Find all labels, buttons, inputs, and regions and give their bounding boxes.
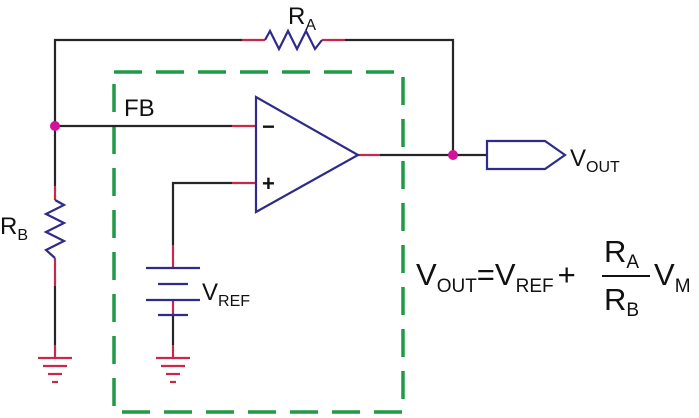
components	[43, 28, 567, 317]
vref-label: VREF	[202, 279, 250, 310]
ra-label: RA	[288, 3, 316, 34]
battery-vref	[146, 266, 200, 317]
wires	[53, 38, 487, 345]
noninverting-input-sign: +	[262, 171, 275, 196]
fb-label: FB	[124, 95, 155, 122]
ground-rb	[38, 356, 72, 384]
junction-output	[448, 150, 458, 160]
op-amp	[254, 95, 361, 214]
output-equation: VOUT=VREF+ RA RB VM	[416, 234, 691, 321]
equation-denominator: RB	[604, 282, 639, 321]
junction-fb	[50, 121, 60, 131]
inverting-input-sign: −	[262, 114, 275, 139]
resistor-rb	[43, 199, 67, 259]
ground-vref	[156, 356, 190, 384]
feedback-wire-right	[345, 38, 455, 155]
equation-lhs: VOUT=VREF+	[416, 257, 576, 297]
equation-vm: VM	[654, 257, 691, 297]
equation-numerator: RA	[604, 234, 639, 273]
output-port-symbol	[485, 139, 567, 171]
resistor-ra	[264, 28, 323, 52]
pin-stubs	[53, 38, 380, 358]
rb-label: RB	[0, 213, 28, 244]
noninverting-wire	[171, 181, 232, 245]
reference-block-boundary	[112, 70, 405, 414]
feedback-wire-top	[53, 38, 242, 126]
vout-label: VOUT	[570, 145, 620, 176]
